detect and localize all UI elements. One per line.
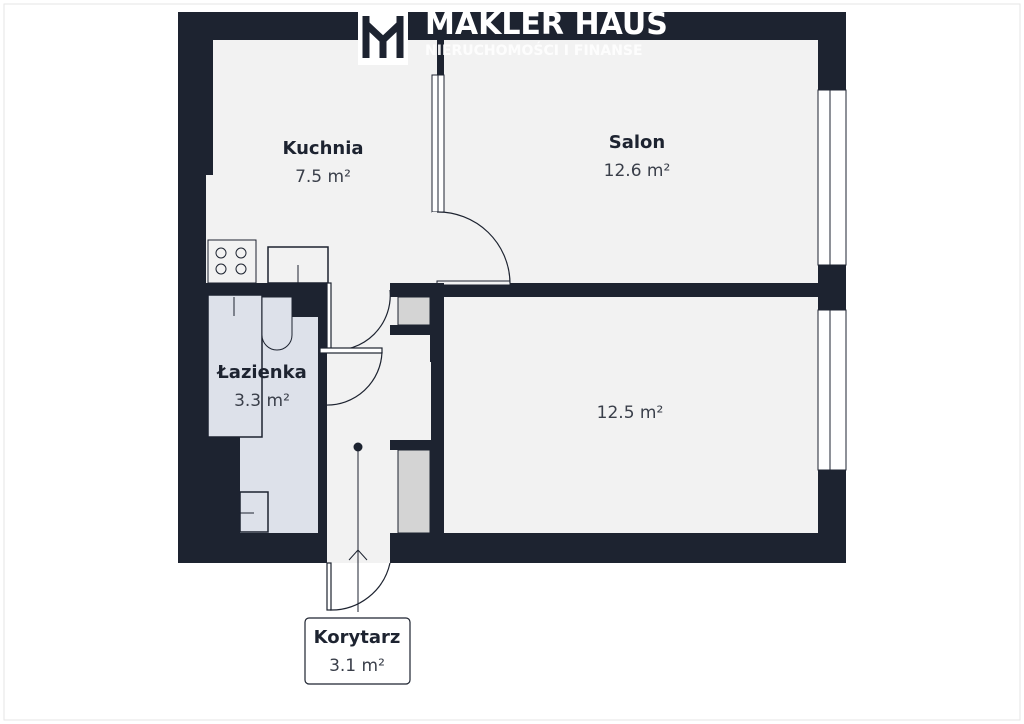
window	[817, 89, 847, 471]
door-salon	[436, 211, 511, 284]
closet	[397, 449, 431, 534]
stove	[207, 239, 257, 284]
floors	[206, 40, 818, 563]
room-area: 3.1 m²	[329, 656, 385, 676]
logo: MAKLER HAUS NIERUCHOMOŚCI I FINANSE	[358, 7, 668, 65]
room-name: Salon	[609, 132, 665, 153]
room-name: Kuchnia	[282, 138, 363, 159]
logo-tagline: NIERUCHOMOŚCI I FINANSE	[425, 41, 643, 59]
closet	[397, 296, 431, 326]
room-area: 12.5 m²	[597, 403, 664, 423]
kitchen-sink	[267, 246, 329, 284]
bathtub	[207, 294, 263, 438]
door-bathroom	[324, 351, 383, 406]
door-entrance	[329, 562, 391, 611]
toilet	[261, 296, 293, 351]
room-area: 7.5 m²	[295, 167, 351, 187]
bath-sink	[239, 491, 269, 533]
room-area: 12.6 m²	[604, 161, 671, 181]
room-name: Korytarz	[314, 627, 401, 648]
corridor-label-box	[304, 617, 411, 685]
entrance-arrow-icon	[348, 442, 368, 612]
room-name: Łazienka	[216, 362, 307, 383]
logo-name: MAKLER HAUS	[425, 7, 668, 42]
room-area: 3.3 m²	[234, 391, 290, 411]
